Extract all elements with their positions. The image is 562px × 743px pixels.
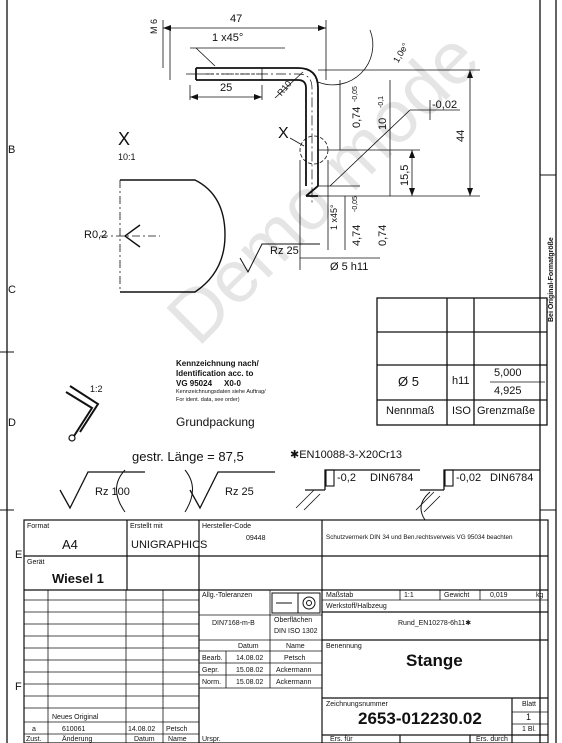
tb-maker-value: 09448: [246, 535, 266, 542]
tb-format-value: A4: [62, 537, 78, 552]
tb-device-label: Gerät: [27, 559, 45, 566]
dim-0-74-bot: 0,74: [377, 224, 389, 246]
tb-material-value: Rund_EN10278-6h11✱: [398, 620, 472, 627]
tol-upper: 5,000: [494, 367, 522, 379]
tb-device-value: Wiesel 1: [52, 571, 104, 586]
dim-47: 47: [230, 13, 243, 25]
tb-row3-date: 15.08.02: [236, 679, 264, 686]
surface-rz25-small: Rz 25: [270, 245, 299, 257]
iso-scale: 1:2: [90, 384, 103, 394]
tb-row3-label: Norm.: [202, 679, 222, 686]
tb-row1-label: Bearb.: [202, 655, 223, 662]
marking-l4: Kennzeichnungsdaten siehe Auftrag/: [176, 389, 266, 395]
material-note: ✱EN10088-3-X20Cr13: [290, 449, 402, 461]
tb-material-label: Werkstoff/Halbzeug: [326, 603, 387, 610]
tb-row2-label: Gepr.: [202, 667, 220, 674]
dim-shaft: Ø 5 h11: [330, 261, 369, 273]
fcf2-value: -0,02: [456, 472, 482, 484]
tb-row2-name: Ackermann: [276, 667, 312, 674]
tb-foot-for: Ers. für: [330, 736, 353, 743]
dim-m6: M 6: [149, 18, 159, 34]
tb-rev-state: Neues Original: [52, 714, 99, 721]
fcf1-standard: DIN6784: [370, 472, 414, 484]
tb-col-name: Name: [286, 643, 305, 650]
marking-l3b: X0-0: [224, 379, 241, 388]
detail-scale: 10:1: [118, 152, 136, 162]
tb-foot-date: Datum: [134, 736, 155, 743]
stretched-length: gestr. Länge = 87,5: [132, 449, 244, 464]
tb-foot-by: Ers. durch: [476, 736, 508, 743]
dim-25: 25: [220, 82, 233, 94]
tb-rev-date: 14.08.02: [128, 726, 156, 733]
tb-created-label: Erstellt mit: [130, 523, 163, 530]
tb-foot-change: Änderung: [62, 736, 93, 743]
tb-weight-label: Gewicht: [444, 592, 470, 599]
tol-lower: 4,925: [494, 385, 522, 397]
tb-foot-name: Name: [168, 736, 187, 743]
tb-col-date: Datum: [238, 643, 259, 650]
tb-rev-nr: 610061: [62, 726, 86, 733]
surface-rz100: Rz 100: [95, 486, 130, 498]
tol-header-iso: ISO: [452, 405, 471, 417]
tb-maker-label: Hersteller-Code: [202, 523, 252, 530]
tb-rev-index: a: [32, 726, 36, 733]
tb-scale-label: Maßstab: [326, 592, 354, 599]
marking-packing: Grundpackung: [176, 415, 255, 429]
marking-l5: For ident. data, see order): [176, 397, 240, 403]
tb-foot-zust: Zust.: [26, 736, 42, 743]
tb-foot-origin: Urspr.: [202, 736, 221, 743]
tb-weight-value: 0,019: [490, 592, 508, 599]
tol-header-nominal: Nennmaß: [386, 405, 435, 417]
tb-scale-value: 1:1: [404, 592, 414, 599]
tb-row3-name: Ackermann: [276, 679, 312, 686]
dim-flat-002: -0,02: [432, 99, 458, 111]
tb-sheet-value: 1: [526, 712, 532, 722]
border-letter-d: D: [8, 417, 16, 429]
tol-nominal: Ø 5: [398, 374, 419, 389]
surface-rz25: Rz 25: [225, 486, 254, 498]
tb-sheet-label: Blatt: [522, 701, 537, 708]
border-letter-b: B: [8, 144, 16, 156]
tb-weight-unit: kg: [536, 592, 544, 599]
section-label-x: X: [118, 129, 131, 149]
tb-number-value: 2653-012230.02: [358, 709, 482, 728]
border-letter-c: C: [8, 284, 16, 296]
tol-iso: h11: [452, 375, 470, 387]
marking-l2: Identification acc. to: [176, 369, 254, 378]
tb-surface-l2: DIN ISO 1302: [274, 628, 318, 635]
tb-name-value: Stange: [406, 651, 463, 670]
tb-row1-date: 14.08.02: [236, 655, 264, 662]
marking-l1: Kennzeichnung nach/: [176, 359, 259, 368]
border-letter-f: F: [15, 681, 22, 693]
section-label-x2: X: [278, 125, 289, 142]
tb-row1-name: Petsch: [284, 655, 306, 662]
tb-sheet-total: 1 Bl.: [522, 726, 537, 733]
tb-surface-l1: Oberflächen: [274, 617, 313, 624]
border-letter-e: E: [15, 549, 23, 561]
tb-name-label: Benennung: [326, 643, 362, 650]
tol-header-limits: Grenzmaße: [477, 405, 536, 417]
tb-gen-tol-value: DIN7168-m-B: [212, 620, 255, 627]
dim-4-74: 4,74: [351, 224, 363, 246]
tb-format-label: Format: [27, 523, 50, 530]
fcf1-value: -0,2: [337, 472, 356, 484]
fcf2-standard: DIN6784: [490, 472, 534, 484]
border-right-label: Bei Original-Formatgröße: [548, 237, 555, 322]
tb-row2-date: 15.08.02: [236, 667, 264, 674]
tb-number-label: Zeichnungsnummer: [326, 701, 388, 708]
marking-l3: VG 95024: [176, 379, 213, 388]
dim-44: 44: [455, 129, 467, 142]
tb-rev-name: Petsch: [166, 726, 188, 733]
tb-gen-tol-label: Allg.-Toleranzen: [202, 592, 253, 599]
dim-chamfer-top: 1 x45°: [212, 32, 244, 44]
tb-protect-note: Schutzvermerk DIN 34 und Ben.rechtsverwe…: [326, 534, 513, 541]
tb-created-value: UNIGRAPHICS: [131, 539, 208, 551]
dim-r02: R0,2: [84, 229, 108, 241]
